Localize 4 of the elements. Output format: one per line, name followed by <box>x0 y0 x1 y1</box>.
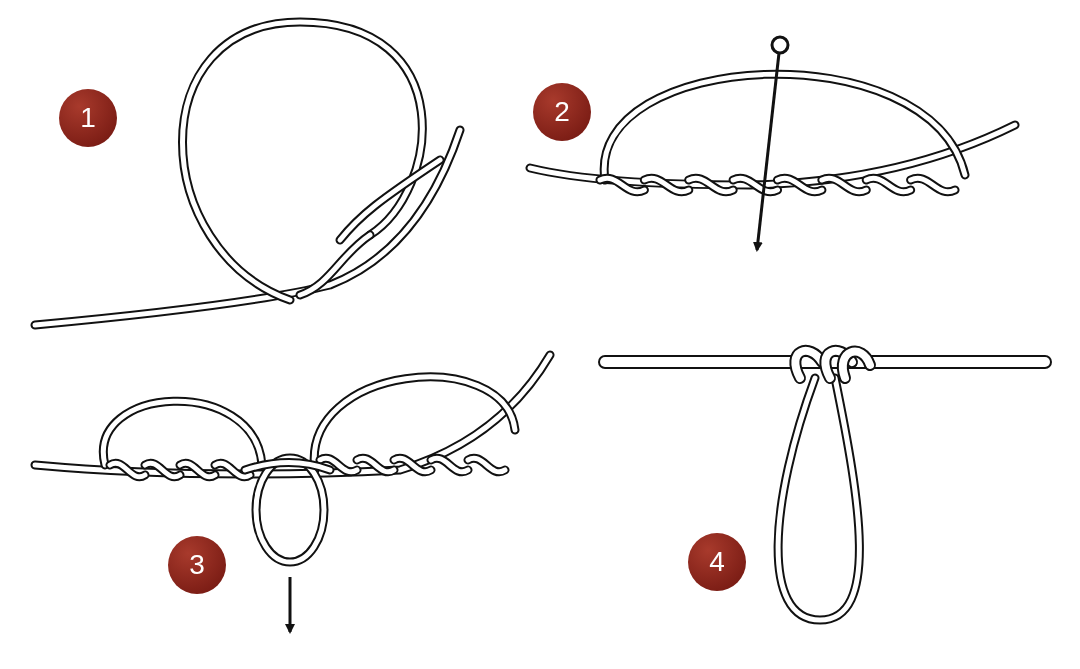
step-number-badge: 1 <box>59 89 117 147</box>
step-number-badge: 2 <box>533 83 591 141</box>
step-number-badge: 4 <box>688 533 746 591</box>
step-number-badge: 3 <box>168 536 226 594</box>
